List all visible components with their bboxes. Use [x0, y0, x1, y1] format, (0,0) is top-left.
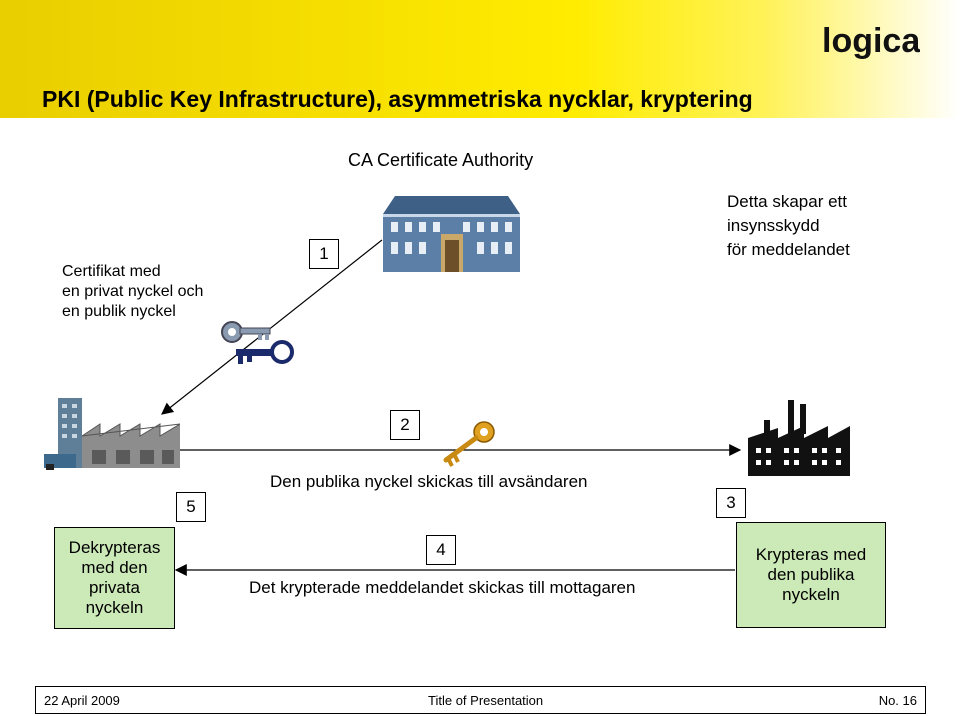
- footer-bar: 22 April 2009 Title of Presentation No. …: [35, 686, 926, 714]
- step-5-badge: 5: [176, 492, 206, 522]
- logica-logo: logica: [822, 22, 920, 60]
- footer-page-number: No. 16: [878, 693, 917, 708]
- encrypt-box: Krypteras med den publika nyckeln: [736, 522, 886, 628]
- decrypt-box: Dekrypteras med den privata nyckeln: [54, 527, 175, 629]
- gold-key-icon: [443, 421, 495, 467]
- public-key-caption: Den publika nyckel skickas till avsändar…: [270, 472, 588, 491]
- ca-to-sender-arrow: [161, 239, 383, 415]
- encrypted-message-caption: Det krypterade meddelandet skickas till …: [249, 578, 636, 597]
- step-1-badge: 1: [309, 239, 339, 269]
- key-pair-icon: [221, 321, 294, 364]
- step-2-badge: 2: [390, 410, 420, 440]
- footer-presentation-title: Title of Presentation: [428, 693, 544, 708]
- certificate-text: Certifikat med en privat nyckel och en p…: [62, 263, 204, 320]
- logo-text: logica: [822, 22, 920, 60]
- receiver-factory-icon: [748, 400, 850, 476]
- step-3-badge: 3: [716, 488, 746, 518]
- header-band: [0, 0, 960, 118]
- ca-label: CA Certificate Authority: [348, 150, 534, 170]
- footer-date: 22 April 2009: [44, 693, 120, 708]
- step-4-badge: 4: [426, 535, 456, 565]
- protection-text: Detta skapar ett insynsskydd för meddela…: [727, 192, 850, 259]
- ca-building-icon: [383, 196, 520, 272]
- sender-factory-icon: [44, 398, 180, 470]
- slide-title: PKI (Public Key Infrastructure), asymmet…: [42, 86, 753, 112]
